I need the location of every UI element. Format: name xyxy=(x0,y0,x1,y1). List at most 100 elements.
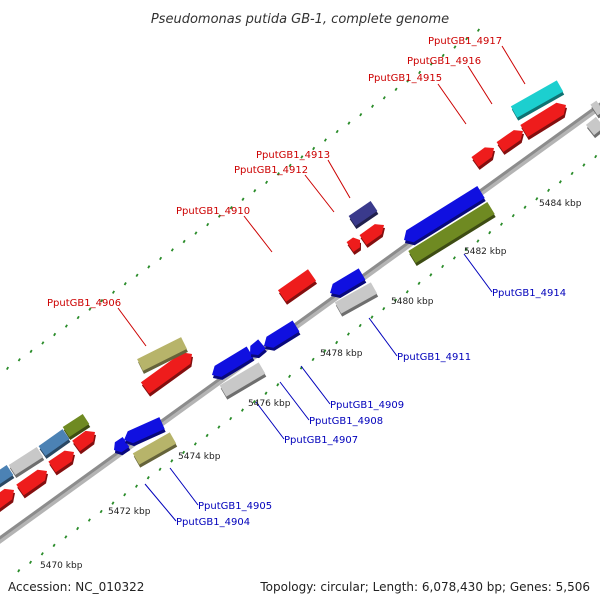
tick-dot-upper xyxy=(300,155,304,159)
gene-feature-forward xyxy=(38,429,71,459)
gene-label[interactable]: PputGB1_4904 xyxy=(176,517,250,528)
tick-dot-lower xyxy=(558,180,562,184)
gene-label[interactable]: PputGB1_4913 xyxy=(256,150,330,161)
tick-dot-lower xyxy=(476,239,480,243)
tick-dot-upper xyxy=(476,28,481,32)
gene-feature-forward-body xyxy=(346,237,360,252)
tick-dot-lower xyxy=(193,442,197,446)
tick-dot-upper xyxy=(76,315,80,320)
gene-label[interactable]: PputGB1_4909 xyxy=(330,400,404,411)
tick-dot-upper xyxy=(53,332,57,337)
leader-line xyxy=(327,159,351,199)
gene-feature-reverse xyxy=(250,339,267,359)
gene-label[interactable]: PputGB1_4910 xyxy=(176,206,250,217)
tick-dot-upper xyxy=(6,366,10,371)
tick-dot-upper xyxy=(206,222,210,227)
tick-dot-lower xyxy=(217,425,221,429)
gene-feature-forward-body xyxy=(140,352,192,394)
gene-feature-reverse-body xyxy=(264,320,300,348)
gene-label[interactable]: PputGB1_4917 xyxy=(428,36,502,47)
tick-label: 5480 kbp xyxy=(391,297,434,307)
accession-text: Accession: NC_010322 xyxy=(8,580,145,594)
gene-feature-reverse xyxy=(404,186,486,246)
tick-dot-lower xyxy=(276,383,280,387)
tick-dot-lower xyxy=(87,518,91,522)
tick-dot-upper xyxy=(253,189,257,193)
tick-dot-lower xyxy=(158,467,162,472)
tick-dot-lower xyxy=(17,569,21,573)
tick-dot-lower xyxy=(464,247,468,252)
tick-dot-lower xyxy=(499,222,504,226)
gene-feature-reverse-body xyxy=(212,346,254,377)
gene-label[interactable]: PputGB1_4908 xyxy=(309,416,383,427)
gene-feature-forward xyxy=(510,80,565,121)
gene-label[interactable]: PputGB1_4905 xyxy=(198,501,272,512)
tick-dot-upper xyxy=(453,45,457,49)
gene-feature-forward-body xyxy=(16,469,47,496)
tick-dot-lower xyxy=(335,340,339,345)
map-title: Pseudomonas putida GB-1, complete genome xyxy=(151,12,449,27)
leader-line xyxy=(467,65,493,105)
gene-feature-reverse-body xyxy=(330,268,366,296)
leader-line xyxy=(304,174,335,213)
tick-dot-lower xyxy=(405,290,409,294)
gene-feature-reverse-body xyxy=(132,432,177,465)
tick-dot-lower xyxy=(488,230,492,235)
tick-dot-lower xyxy=(441,264,445,269)
tick-dot-lower xyxy=(358,323,362,328)
leader-line xyxy=(300,365,331,405)
tick-dot-lower xyxy=(570,171,574,176)
tick-dot-lower xyxy=(511,213,515,218)
gene-feature-reverse-body xyxy=(408,202,495,263)
gene-feature-reverse-body xyxy=(250,339,266,356)
tick-dot-lower xyxy=(393,298,398,302)
gene-feature-forward xyxy=(8,446,45,479)
tick-dot-upper xyxy=(17,358,21,362)
gene-label[interactable]: PputGB1_4915 xyxy=(368,73,442,84)
tick-dot-upper xyxy=(382,96,386,100)
tick-dot-lower xyxy=(111,501,115,505)
tick-dot-upper xyxy=(406,79,410,83)
backbone-shadow xyxy=(0,104,600,544)
gene-label[interactable]: PputGB1_4907 xyxy=(284,435,358,446)
tick-dot-lower xyxy=(205,433,209,438)
tick-dot-upper xyxy=(359,112,363,117)
tick-dot-lower xyxy=(582,163,586,167)
tick-dot-upper xyxy=(88,307,92,311)
tick-dot-lower xyxy=(146,476,150,480)
tick-dot-upper xyxy=(100,298,104,303)
tick-dot-lower xyxy=(40,552,44,556)
tick-dot-lower xyxy=(429,273,433,277)
tick-dot-upper xyxy=(288,163,292,168)
tick-dot-lower xyxy=(170,459,174,463)
tick-dot-upper xyxy=(312,146,316,151)
tick-dot-upper xyxy=(429,62,433,66)
leader-line xyxy=(501,45,526,85)
gene-feature-forward-body xyxy=(471,147,494,167)
tick-dot-lower xyxy=(535,197,539,201)
gene-feature-reverse xyxy=(212,346,255,380)
tick-dot-upper xyxy=(241,197,245,201)
tick-dot-lower xyxy=(547,188,551,193)
gene-label[interactable]: PputGB1_4916 xyxy=(407,56,481,67)
tick-dot-upper xyxy=(465,36,469,41)
backbone-line xyxy=(0,102,600,540)
gene-feature-forward-body xyxy=(510,80,564,118)
gene-label[interactable]: PputGB1_4912 xyxy=(234,165,308,176)
gene-label[interactable]: PputGB1_4911 xyxy=(397,352,471,363)
tick-dot-upper xyxy=(323,138,327,142)
gene-feature-forward xyxy=(0,465,15,488)
leader-line xyxy=(144,483,177,522)
tick-dot-upper xyxy=(147,265,151,269)
tick-dot-lower xyxy=(523,205,527,209)
tick-dot-lower xyxy=(134,484,139,488)
tick-dots xyxy=(6,28,598,573)
tick-dot-lower xyxy=(64,535,68,539)
gene-feature-reverse-body xyxy=(404,186,485,243)
leader-line xyxy=(117,307,147,347)
gene-label[interactable]: PputGB1_4906 xyxy=(47,298,121,309)
tick-dot-upper xyxy=(394,87,398,92)
gene-feature-forward xyxy=(16,469,48,499)
gene-label[interactable]: PputGB1_4914 xyxy=(492,288,566,299)
tick-dot-lower xyxy=(123,492,127,497)
